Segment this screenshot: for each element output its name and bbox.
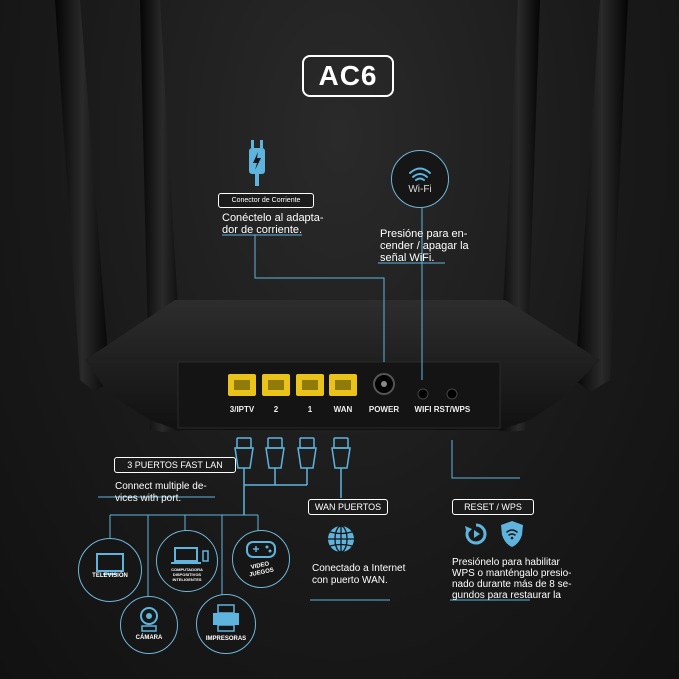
refresh-icon (464, 522, 488, 546)
reset-desc-line2: WPS o manténgalo presio- (452, 568, 572, 579)
reset-desc-line3: nado durante más de 8 se- (452, 579, 572, 590)
wifi-button (417, 388, 429, 400)
power-connector-desc: Conéctelo al adapta- dor de corriente. (222, 212, 324, 236)
plug-icon-drawing (249, 140, 265, 186)
wifi-desc: Presióne para en- cender / apagar la señ… (380, 228, 469, 264)
power-connector-label: Conector de Corriente (218, 193, 314, 208)
tv-icon (96, 553, 124, 575)
lan-desc-line2: vices with port. (115, 493, 182, 504)
wan-desc-line1: Conectado a Internet (312, 563, 406, 574)
power-desc-line1: Conéctelo al adapta- (222, 212, 324, 224)
antenna-far-right (575, 0, 628, 392)
reset-label: RESET / WPS (452, 499, 534, 515)
lan-desc-line1: Connect multiple de- (115, 481, 207, 492)
rst-button (446, 388, 458, 400)
computer-device: COMPUTADORA DISPOSITIVOS INTELIGENTES (156, 530, 218, 592)
power-callout-line (254, 235, 385, 362)
games-device: VIDEO JUEGOS (232, 530, 290, 588)
camera-device: CÁMARA (120, 596, 178, 654)
reset-callout-line (451, 440, 520, 479)
wifi-desc-line3: señal WiFi. (380, 252, 435, 264)
antenna-far-left (55, 0, 110, 392)
wifi-icon-label: Wi-Fi (408, 184, 432, 195)
printer-icon (213, 604, 239, 632)
laptop-icon (171, 547, 209, 564)
port-label-rst: RST/WPS (433, 405, 471, 414)
reset-desc: Presiónelo para habilitar WPS o manténga… (452, 557, 572, 601)
port-label-lan3: 3/IPTV (229, 405, 255, 414)
wifi-icon: Wi-Fi (391, 150, 449, 208)
tv-label: TELEVISIÓN (92, 573, 128, 579)
shield-wps-icon (500, 520, 524, 548)
camera-icon (140, 607, 158, 632)
printer-device: IMPRESORAS (196, 594, 256, 654)
lan-desc: Connect multiple de- vices with port. (115, 481, 207, 505)
reset-desc-line1: Presiónelo para habilitar (452, 557, 560, 568)
reset-desc-line4: gundos para restaurar la (452, 590, 561, 601)
gamepad-icon (246, 541, 276, 558)
ethernet-cables (234, 437, 351, 515)
port-label-lan1: 1 (307, 405, 313, 414)
camera-label: CÁMARA (135, 635, 163, 641)
port-label-power: POWER (368, 405, 400, 414)
wifi-desc-line2: cender / apagar la (380, 240, 469, 252)
port-label-lan2: 2 (273, 405, 279, 414)
wan-desc: Conectado a Internet con puerto WAN. (312, 563, 405, 587)
wan-desc-line2: con puerto WAN. (312, 575, 388, 586)
wifi-desc-line1: Presióne para en- (380, 228, 468, 240)
globe-icon (326, 524, 356, 554)
model-title: AC6 (302, 55, 394, 97)
computer-label: COMPUTADORA DISPOSITIVOS INTELIGENTES (171, 567, 203, 582)
port-label-wifi: WIFI (414, 405, 432, 414)
ethernet-ports (228, 374, 357, 396)
device-tree-lines (98, 496, 530, 601)
tv-device: TELEVISIÓN (78, 538, 142, 602)
port-label-wan: WAN (333, 405, 353, 414)
lan-label: 3 PUERTOS FAST LAN (114, 457, 236, 473)
printer-label: IMPRESORAS (205, 636, 247, 642)
power-desc-line2: dor de corriente. (222, 224, 303, 236)
wan-label: WAN PUERTOS (308, 499, 388, 515)
